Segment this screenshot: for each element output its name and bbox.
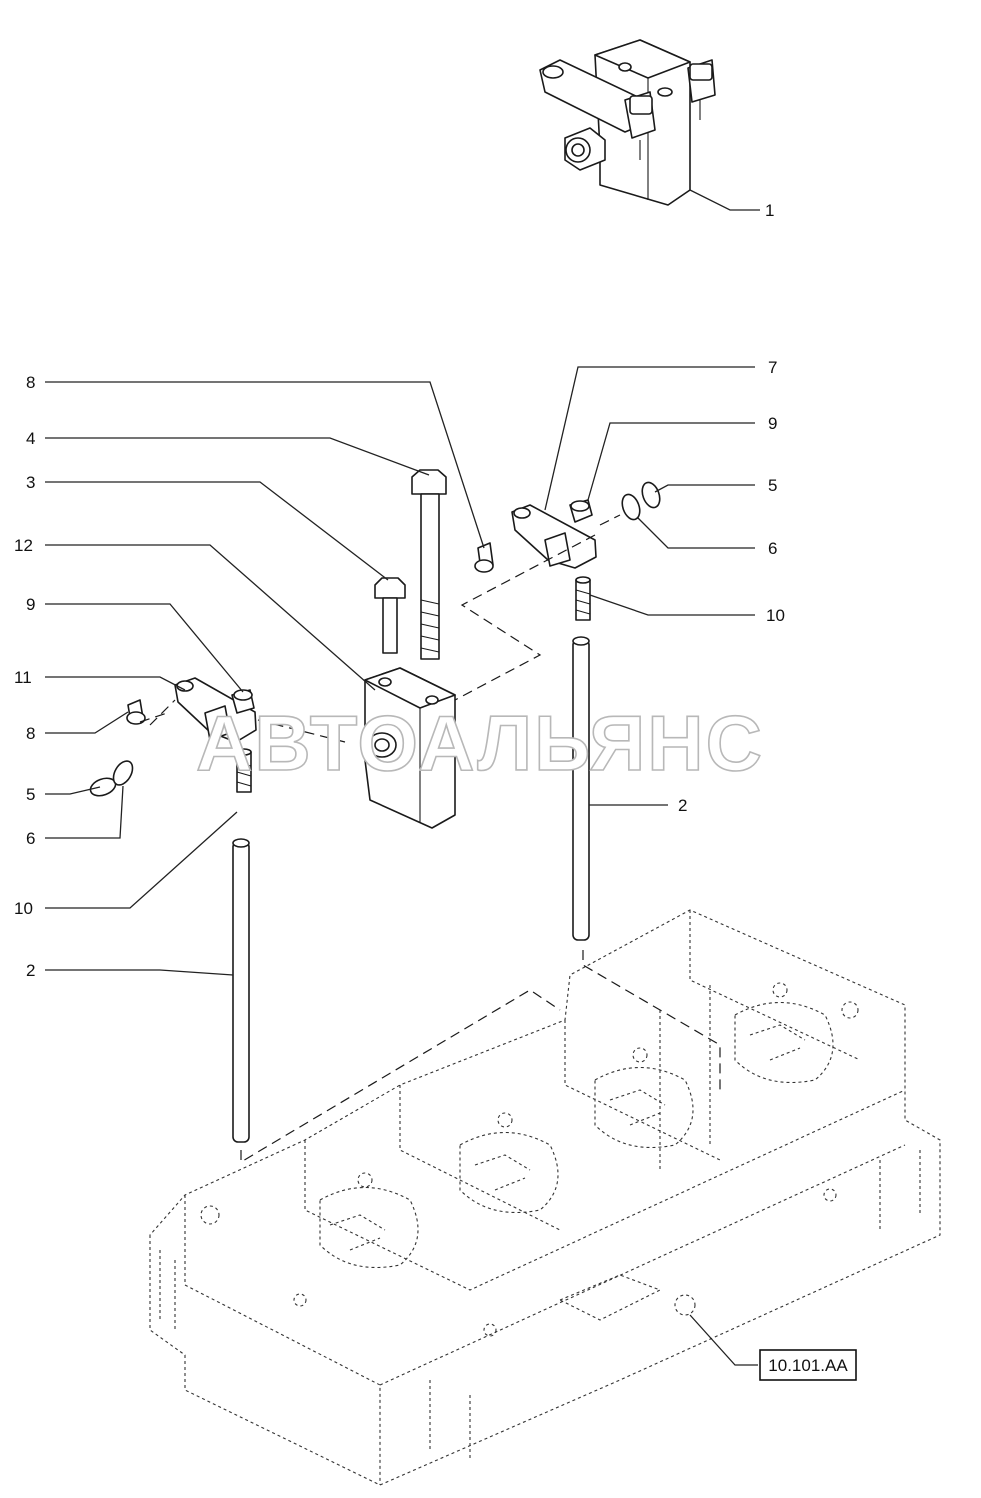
callout-label: 7 — [768, 358, 777, 377]
callout-label: 12 — [14, 536, 33, 555]
callout-label: 9 — [768, 414, 777, 433]
callout-label: 3 — [26, 473, 35, 492]
callouts: 1 8 4 3 12 9 11 8 5 6 10 2 7 9 5 6 10 2 — [14, 201, 785, 980]
reference-label: 10.101.AA — [768, 1356, 848, 1375]
adjusting-screw-8-left — [126, 699, 146, 725]
callout-label: 2 — [26, 961, 35, 980]
rocker-assembly-1 — [539, 39, 716, 206]
callout-label: 5 — [768, 476, 777, 495]
cylinder-head — [149, 909, 941, 1486]
callout-label: 11 — [14, 668, 32, 687]
long-bolt-4 — [411, 469, 447, 660]
callout-label: 10 — [14, 899, 33, 918]
adjusting-screw-8-right — [474, 542, 494, 573]
rocker-bracket-12 — [364, 667, 456, 829]
callout-label: 6 — [26, 829, 35, 848]
callout-label: 9 — [26, 595, 35, 614]
leader-lines — [45, 189, 760, 1366]
callout-label: 4 — [26, 429, 35, 448]
assembly-lines — [139, 514, 721, 1164]
callout-label: 5 — [26, 785, 35, 804]
nut-9-right — [569, 499, 593, 523]
callout-label: 10 — [766, 606, 785, 625]
reference-box: 10.101.AA — [759, 1349, 857, 1381]
rings-left — [89, 760, 134, 797]
callout-label: 8 — [26, 724, 35, 743]
callout-label: 8 — [26, 373, 35, 392]
watermark: АВТОАЛЬЯНС — [196, 699, 764, 787]
push-rod-2-right — [572, 636, 590, 941]
tappet-10-left — [236, 748, 252, 793]
callout-label: 6 — [768, 539, 777, 558]
rocker-arm-11 — [174, 677, 257, 743]
rings-right — [621, 481, 661, 521]
callout-label: 1 — [765, 201, 774, 220]
push-rod-2-left — [232, 838, 250, 1143]
nut-9-left — [231, 689, 255, 714]
short-bolt-3 — [374, 577, 406, 654]
callout-label: 2 — [678, 796, 687, 815]
tappet-10-right — [575, 576, 591, 621]
